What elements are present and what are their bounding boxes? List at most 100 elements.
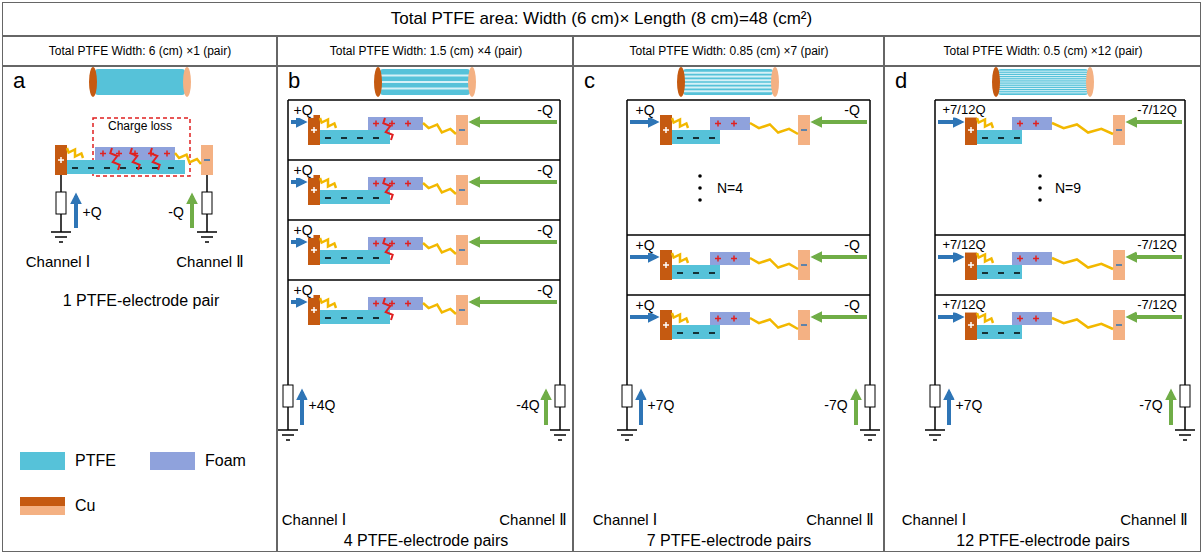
minus-sign (120, 167, 126, 169)
annotation-label: +7Q (647, 397, 676, 413)
end-cap (771, 67, 779, 97)
bus-wire (626, 100, 628, 385)
rung-wire (288, 99, 560, 101)
lightning (423, 183, 456, 194)
ground-symbol (868, 439, 872, 441)
annotation-label: +7/12Q (941, 298, 986, 313)
minus-sign (72, 167, 78, 169)
charge-arrow (814, 120, 867, 124)
rung-wire (627, 294, 870, 296)
ground-symbol (55, 236, 67, 238)
panel: a1 PTFE-electrode pair (2, 66, 277, 552)
legend-text: PTFE (75, 452, 116, 470)
panel: c7 PTFE-electrode pairs (573, 66, 884, 552)
minus-sign (982, 137, 988, 139)
ground-symbol (625, 439, 629, 441)
plus-sign (1035, 256, 1037, 262)
ellipsis-dot (698, 186, 702, 190)
annotation-label: Channel Ⅱ (805, 511, 874, 528)
ground-symbol (286, 439, 290, 441)
ellipsis-dot (1038, 186, 1042, 190)
annotation-label: +7/12Q (941, 238, 986, 253)
minus-sign (709, 137, 715, 139)
copper-electrode (798, 115, 810, 145)
wire (60, 214, 62, 232)
plus-sign (665, 262, 667, 268)
charge-arrow (291, 120, 304, 124)
plus-sign (970, 127, 972, 133)
device-body (95, 69, 185, 95)
minus-sign (693, 272, 699, 274)
foam-layer (1012, 117, 1052, 130)
minus-sign (373, 257, 379, 259)
ptfe-film (672, 130, 720, 144)
panel-letter: a (13, 68, 25, 93)
foam-layer (368, 177, 423, 190)
stripe (999, 73, 1087, 74)
resistor-symbol (1180, 385, 1190, 407)
ellipsis-dot (698, 174, 702, 178)
wire (869, 407, 871, 430)
copper-electrode (660, 115, 672, 145)
plus-sign (733, 256, 735, 262)
charge-arrow (300, 392, 304, 425)
annotation-label: -7/12Q (1136, 298, 1178, 313)
copper-electrode (55, 145, 67, 175)
resistor-symbol (202, 192, 212, 214)
minus-sign (152, 167, 158, 169)
annotation-label: Channel Ⅱ (498, 511, 567, 528)
plus-sign (375, 241, 377, 247)
stripe (999, 82, 1087, 83)
minus-sign (325, 197, 331, 199)
annotation-label: +Q (292, 282, 313, 298)
ptfe-film (977, 265, 1022, 279)
minus-sign (982, 272, 988, 274)
lightning (383, 298, 392, 320)
minus-sign (325, 317, 331, 319)
minus-sign (357, 137, 363, 139)
minus-sign (341, 317, 347, 319)
legend-text: Foam (205, 452, 246, 470)
lightning (320, 298, 336, 308)
charge-arrow (472, 300, 557, 304)
ground-symbol (929, 434, 941, 436)
lightning (320, 118, 336, 128)
ground-symbol (282, 434, 294, 436)
resistor-symbol (56, 192, 66, 214)
minus-sign (693, 137, 699, 139)
charge-arrow (630, 255, 656, 259)
minus-sign (373, 197, 379, 199)
charge-loss-label: Charge loss (107, 120, 173, 134)
annotation-label: -Q (167, 204, 185, 220)
annotation-label: N=9 (1054, 180, 1082, 196)
plus-sign (665, 322, 667, 328)
minus-sign (341, 257, 347, 259)
device-body (998, 69, 1088, 95)
charge-arrow (639, 392, 643, 425)
charge-arrow (74, 196, 78, 228)
plus-sign (407, 181, 409, 187)
panel-caption: 7 PTFE-electrode pairs (647, 532, 812, 550)
ground-symbol (558, 439, 562, 441)
panel-letter: b (288, 68, 300, 93)
copper-electrode (1113, 250, 1125, 280)
charge-arrow (291, 300, 304, 304)
ground-symbol (933, 439, 937, 441)
stripe (381, 81, 469, 83)
resistor-symbol (865, 385, 875, 407)
wire (1184, 407, 1186, 430)
charge-arrow (291, 240, 304, 244)
charge-arrow (854, 392, 858, 425)
annotation-label: Channel Ⅰ (281, 511, 347, 528)
wire (206, 214, 208, 232)
bus-wire (559, 100, 561, 385)
copper-electrode (308, 175, 320, 205)
annotation-label: +Q (292, 162, 313, 178)
stripe (684, 90, 772, 92)
lightning (1052, 318, 1113, 329)
minus-sign (357, 317, 363, 319)
ptfe-film (320, 130, 390, 144)
plus-sign (407, 241, 409, 247)
minus-sign (104, 167, 110, 169)
minus-sign (459, 189, 465, 191)
